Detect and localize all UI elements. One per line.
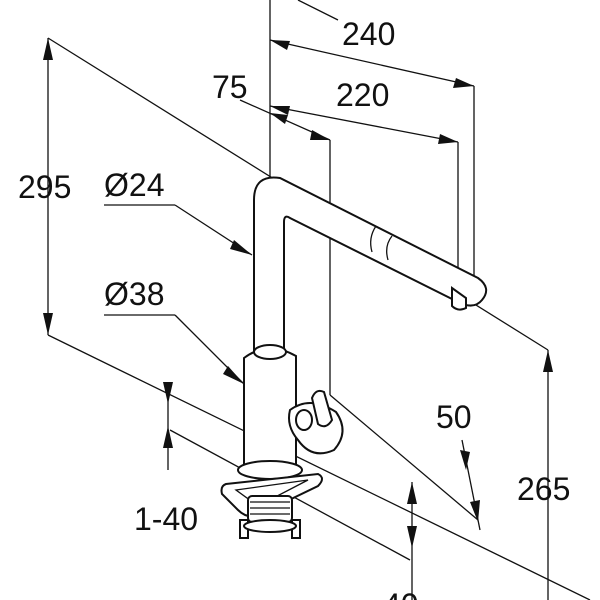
label-1-40: 1-40 [134,501,198,537]
dimension-40 [407,482,417,600]
label-40: 40 [383,587,419,600]
label-295: 295 [18,169,71,205]
label-75: 75 [212,69,248,105]
dimension-75 [239,99,331,141]
label-240: 240 [342,16,395,52]
dimension-295 [43,38,53,335]
dimension-220 [269,105,459,144]
dimension-50 [460,439,481,531]
faucet [220,176,488,539]
dimension-1-40 [163,382,173,470]
label-265: 265 [517,471,570,507]
label-diameter-24: Ø24 [104,167,164,203]
label-50: 50 [436,399,472,435]
label-diameter-38: Ø38 [104,276,164,312]
leader-diameter-38 [104,314,245,385]
dimension-240 [269,39,475,88]
label-220: 220 [336,77,389,113]
dimension-265 [543,350,553,600]
leader-diameter-24 [104,204,253,256]
